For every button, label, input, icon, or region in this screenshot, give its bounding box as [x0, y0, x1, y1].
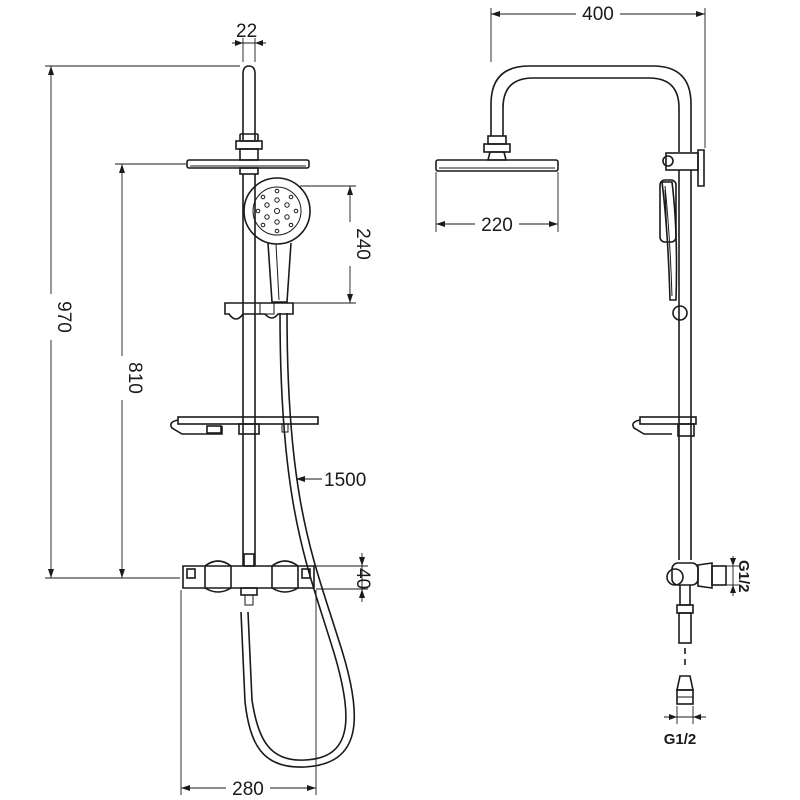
- riser-pipe-side: [678, 170, 692, 560]
- dim-arm-reach: 400: [490, 2, 706, 148]
- hand-shower-nozzles: [255, 188, 299, 234]
- dim-mixer-width: 280: [180, 590, 317, 800]
- label-head-diameter: 220: [481, 215, 513, 236]
- mixer-side: [666, 562, 727, 644]
- dim-bottom-connection: G1/2: [664, 706, 706, 748]
- label-arm-reach: 400: [582, 4, 614, 25]
- top-arm: [235, 65, 263, 161]
- label-mixer-height: 40: [352, 568, 373, 589]
- head-shower-front: [186, 159, 310, 175]
- label-total-height: 970: [53, 301, 74, 333]
- riser-bar: [242, 174, 256, 566]
- label-bar-height: 810: [124, 362, 145, 394]
- slide-holder: [224, 302, 294, 320]
- hand-shower-side: [659, 179, 688, 321]
- label-side-connection: G1/2: [735, 560, 752, 593]
- dim-total-height: 970: [40, 65, 240, 579]
- dim-hose-length: 1500: [296, 470, 366, 491]
- side-view: 400 220 G1/2 G1/2: [435, 2, 752, 748]
- label-hose-length: 1500: [324, 470, 366, 491]
- dim-head-diameter: 220: [435, 172, 559, 236]
- hand-shower: [243, 177, 311, 303]
- dim-mixer-height: 40: [316, 553, 373, 602]
- dim-side-connection: G1/2: [726, 556, 752, 596]
- label-hand-shower-length: 240: [352, 228, 373, 260]
- front-view: 22 970 810 240: [40, 21, 373, 800]
- shelf-side: [632, 416, 697, 437]
- label-arm-diameter: 22: [236, 21, 257, 42]
- curved-arm: [483, 65, 692, 153]
- head-shower-side: [435, 151, 559, 172]
- hose: [240, 312, 356, 768]
- wall-bracket: [662, 149, 705, 187]
- label-mixer-width: 280: [232, 779, 264, 800]
- mixer-body: [182, 553, 315, 606]
- dim-hand-shower-length: 240: [292, 185, 373, 304]
- dim-arm-diameter: 22: [232, 21, 266, 62]
- bottom-fitting: [676, 675, 694, 705]
- dim-bar-height: 810: [111, 163, 186, 578]
- label-bottom-connection: G1/2: [664, 731, 697, 748]
- shelf: [170, 416, 319, 435]
